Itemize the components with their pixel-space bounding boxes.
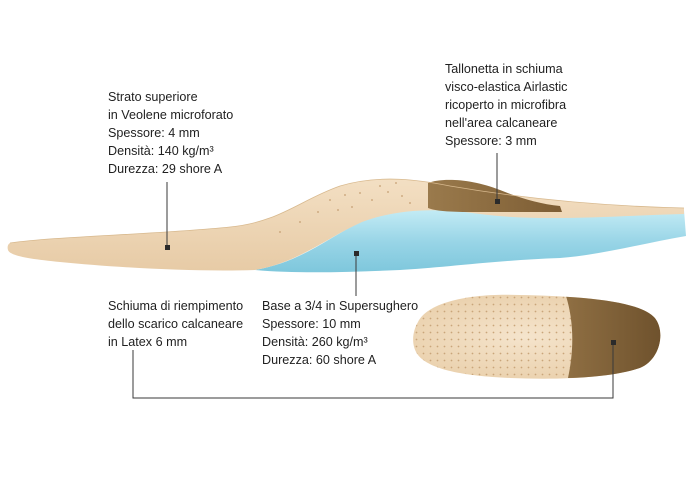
heel-cup-label-line: visco-elastica Airlastic	[445, 80, 568, 94]
top-layer-label-line: Densità: 140 kg/m³	[108, 144, 214, 158]
heel-cup-label-line: ricoperto in microfibra	[445, 98, 567, 112]
top-layer-label-line: in Veolene microforato	[108, 108, 234, 122]
latex-fill-label-line: Schiuma di riempimento	[108, 299, 244, 313]
top-layer-label: Strato superiore in Veolene microforato …	[108, 88, 233, 178]
airlastic-heel-cup	[428, 179, 562, 212]
top-layer-perforations	[279, 182, 411, 233]
base-layer-label-line: Durezza: 60 shore A	[262, 353, 377, 367]
heel-cup-label: Tallonetta in schiuma visco-elastica Air…	[445, 60, 567, 150]
base-layer-label-line: Base a 3/4 in Supersughero	[262, 299, 419, 313]
heel-cup-label-line: Tallonetta in schiuma	[445, 62, 563, 76]
latex-fill-label-line: in Latex 6 mm	[108, 335, 188, 349]
insole-top-view	[413, 294, 661, 379]
heel-cup-label-line: Spessore: 3 mm	[445, 134, 537, 148]
leader-markers	[165, 199, 616, 345]
base-layer-label-line: Spessore: 10 mm	[262, 317, 361, 331]
leader-lines	[132, 153, 614, 399]
top-layer-label-line: Strato superiore	[108, 90, 198, 104]
insole-edge-line	[9, 178, 685, 244]
top-layer-label-line: Durezza: 29 shore A	[108, 162, 223, 176]
latex-fill-label-line: dello scarico calcaneare	[108, 317, 244, 331]
base-layer-label: Base a 3/4 in Supersughero Spessore: 10 …	[262, 297, 418, 369]
supersughero-base-layer	[255, 207, 686, 273]
heel-cup-label-line: nell'area calcaneare	[445, 116, 558, 130]
latex-fill-label: Schiuma di riempimento dello scarico cal…	[108, 297, 243, 351]
base-layer-label-line: Densità: 260 kg/m³	[262, 335, 368, 349]
top-layer-label-line: Spessore: 4 mm	[108, 126, 200, 140]
